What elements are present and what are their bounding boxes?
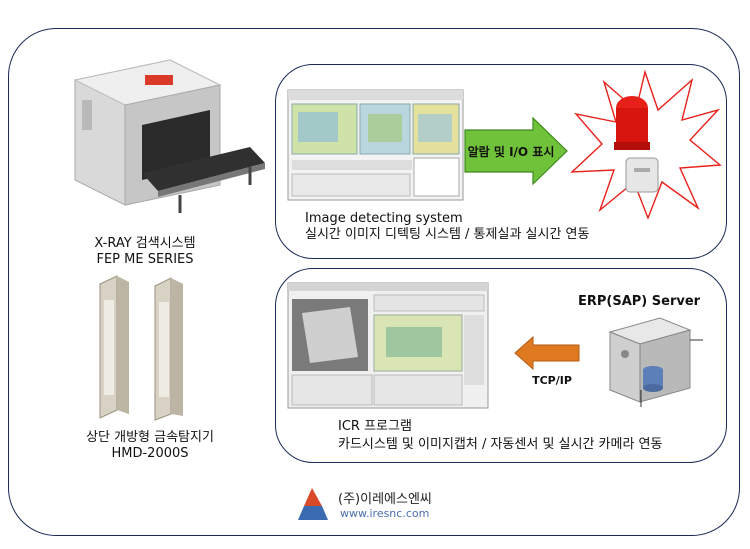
xray-machine-illustration — [73, 59, 265, 213]
image-detecting-panel — [275, 64, 727, 259]
io-device-icon — [625, 157, 659, 193]
gate-title: 상단 개방형 금속탐지기 — [86, 430, 214, 445]
image-detecting-system-desc: 실시간 이미지 디텍팅 시스템 / 통제실과 실시간 연동 — [305, 227, 590, 242]
xray-model: FEP ME SERIES — [96, 252, 194, 267]
gate-model: HMD-2000S — [111, 446, 189, 461]
server-icon — [608, 317, 703, 407]
xray-title: X-RAY 검색시스템 — [94, 236, 196, 251]
alarm-io-label: 알람 및 I/O 표시 — [467, 145, 555, 159]
company-name: (주)이레에스엔씨 — [338, 492, 432, 507]
alarm-io-arrow — [464, 116, 568, 186]
image-detecting-system-name: Image detecting system — [305, 211, 463, 226]
company-logo-icon — [298, 488, 328, 520]
image-detecting-screenshot — [287, 89, 464, 201]
icr-program-desc: 카드시스템 및 이미지캡처 / 자동센서 및 실시간 카메라 연동 — [338, 437, 663, 452]
icr-program-panel — [275, 268, 727, 463]
alarm-beacon-icon — [614, 96, 650, 150]
metal-detector-gate-illustration — [99, 275, 183, 421]
tcp-ip-arrow — [514, 335, 580, 371]
icr-program-name: ICR 프로그램 — [338, 419, 412, 434]
erp-server-label: ERP(SAP) Server — [578, 294, 701, 309]
outer-frame — [8, 28, 740, 536]
tcp-ip-label: TCP/IP — [532, 374, 572, 387]
company-url[interactable]: www.iresnc.com — [340, 507, 430, 520]
icr-program-screenshot — [287, 282, 489, 409]
